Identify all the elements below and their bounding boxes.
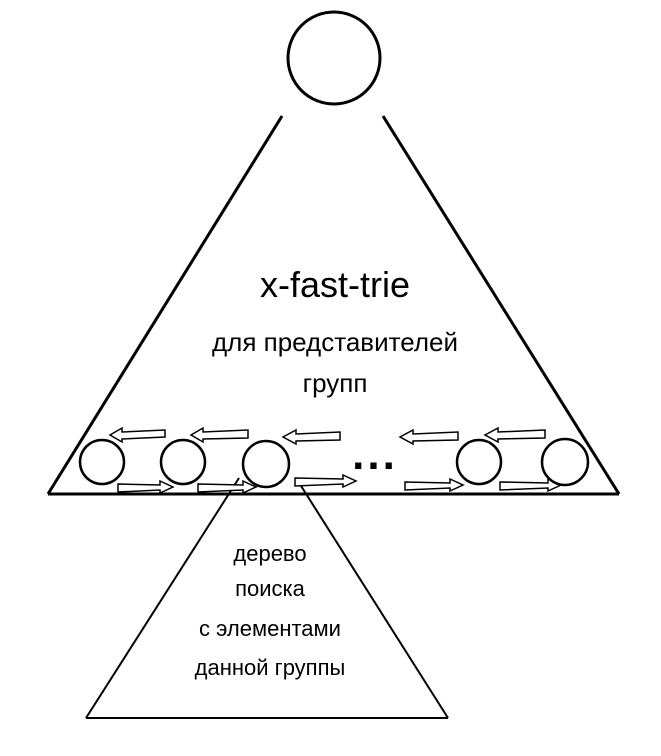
- trie-subtitle-line-2: групп: [302, 368, 368, 398]
- right-arrow-icon: [197, 479, 258, 495]
- right-arrow-icon: [117, 479, 175, 495]
- trie-title: x-fast-trie: [259, 264, 410, 305]
- right-arrow-icon: [294, 473, 358, 489]
- trie-right-edge: [381, 115, 621, 495]
- right-arrow-icon: [404, 477, 465, 493]
- backward-links: [108, 426, 546, 446]
- root-node: [286, 10, 382, 106]
- trie-left-edge: [46, 115, 284, 495]
- left-arrow-icon: [281, 428, 341, 446]
- group-tree-right-edge: [295, 477, 449, 719]
- group-node: [540, 437, 590, 487]
- forward-links: [117, 473, 563, 495]
- group-node: [78, 438, 126, 486]
- right-arrow-icon: [499, 477, 563, 493]
- ellipsis-label: ...: [352, 430, 398, 479]
- group-tree-triangle: [85, 477, 449, 719]
- left-arrow-icon: [483, 426, 546, 444]
- trie-subtitle-line-1: для представителей: [211, 327, 459, 357]
- group-node: [455, 438, 503, 486]
- left-arrow-icon: [398, 428, 459, 446]
- group-node: [241, 439, 291, 489]
- group-tree-label-line-1: дерево: [233, 541, 307, 566]
- left-arrow-icon: [189, 426, 249, 444]
- group-tree-label-line-3: с элементами: [199, 616, 341, 641]
- representative-nodes: [78, 437, 590, 489]
- x-fast-trie-triangle: [46, 115, 621, 496]
- group-node: [159, 438, 207, 486]
- group-tree-label-line-4: данной группы: [194, 655, 346, 680]
- left-arrow-icon: [108, 426, 166, 444]
- group-tree-label-line-2: поиска: [235, 576, 305, 601]
- group-tree-left-edge: [85, 477, 240, 719]
